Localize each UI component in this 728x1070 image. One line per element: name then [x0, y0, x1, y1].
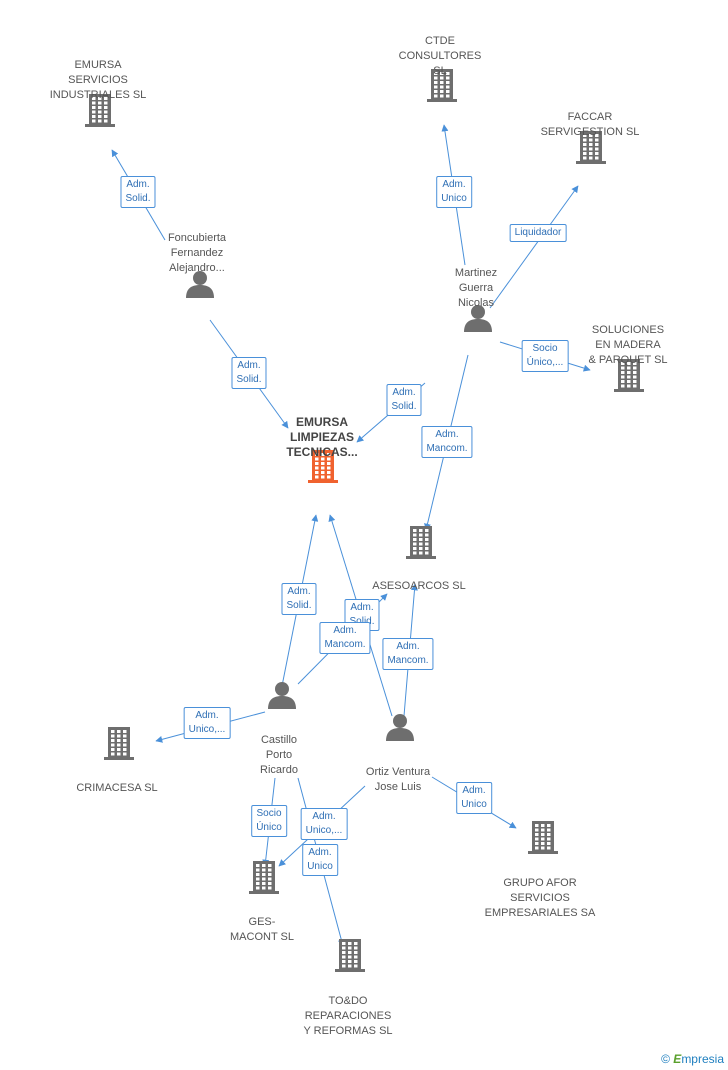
node-label-castillo[interactable]: Castillo Porto Ricardo — [260, 734, 298, 776]
castillo-person-icon[interactable] — [267, 681, 297, 714]
edge-label-ortiz-asesoarcos[interactable]: Adm. Mancom. — [382, 638, 434, 670]
edge-label-martinez-asesoarcos[interactable]: Adm. Mancom. — [421, 426, 473, 458]
edge-label-martinez-soluciones[interactable]: Socio Único,... — [521, 340, 569, 372]
emursa_limpiezas-building-icon[interactable] — [307, 448, 339, 489]
node-label-grupo_afor[interactable]: GRUPO AFOR SERVICIOS EMPRESARIALES SA — [484, 877, 596, 919]
edge-label-martinez-ctde[interactable]: Adm. Unico — [436, 176, 472, 208]
martinez-person-icon[interactable] — [463, 304, 493, 337]
node-label-foncubierta[interactable]: Foncubierta Fernandez Alejandro... — [167, 232, 227, 274]
edge-label-ortiz-grupo_afor[interactable]: Adm. Unico — [456, 782, 492, 814]
node-label-emursa_limpiezas[interactable]: EMURSA LIMPIEZAS TECNICAS... — [286, 415, 358, 459]
node-label-ortiz[interactable]: Ortiz Ventura Jose Luis — [365, 766, 431, 793]
edge-label-ortiz-gesmacont[interactable]: Adm. Unico,... — [300, 808, 348, 840]
faccar-building-icon[interactable] — [575, 129, 607, 170]
node-label-gesmacont[interactable]: GES- MACONT SL — [230, 916, 294, 943]
edge-label-castillo-emursa_limpiezas[interactable]: Adm. Solid. — [281, 583, 317, 615]
asesoarcos-building-icon[interactable] — [405, 524, 437, 565]
edge-label-castillo-todo[interactable]: Adm. Unico — [302, 844, 338, 876]
copyright-symbol: © — [661, 1052, 670, 1066]
node-label-ctde[interactable]: CTDE CONSULTORES SL — [398, 35, 482, 77]
edge-label-castillo-crimacesa[interactable]: Adm. Unico,... — [183, 707, 231, 739]
soluciones-building-icon[interactable] — [613, 357, 645, 398]
crimacesa-building-icon[interactable] — [103, 725, 135, 766]
node-label-todo[interactable]: TO&DO REPARACIONES Y REFORMAS SL — [303, 995, 393, 1037]
brand-name: mpresia — [681, 1052, 724, 1066]
gesmacont-building-icon[interactable] — [248, 859, 280, 900]
node-label-martinez[interactable]: Martinez Guerra Nicolas — [454, 267, 498, 309]
edge-label-martinez-faccar[interactable]: Liquidador — [509, 224, 567, 242]
edge-label-castillo-asesoarcos[interactable]: Adm. Mancom. — [319, 622, 371, 654]
edge-label-castillo-gesmacont[interactable]: Socio Único — [251, 805, 287, 837]
edge-label-foncubierta-emursa_servicios[interactable]: Adm. Solid. — [120, 176, 156, 208]
node-label-emursa_servicios[interactable]: EMURSA SERVICIOS INDUSTRIALES SL — [49, 59, 147, 101]
node-label-crimacesa[interactable]: CRIMACESA SL — [76, 782, 158, 794]
node-label-soluciones[interactable]: SOLUCIONES EN MADERA & PARQUET SL — [588, 324, 668, 366]
grupo_afor-building-icon[interactable] — [527, 819, 559, 860]
brand-initial: E — [673, 1052, 682, 1066]
node-label-asesoarcos[interactable]: ASESOARCOS SL — [372, 580, 466, 592]
edge-martinez-to-faccar — [489, 185, 579, 309]
edge-label-foncubierta-emursa_limpiezas[interactable]: Adm. Solid. — [231, 357, 267, 389]
ortiz-person-icon[interactable] — [385, 713, 415, 746]
emursa_servicios-building-icon[interactable] — [84, 92, 116, 133]
edge-label-martinez-emursa_limpiezas[interactable]: Adm. Solid. — [386, 384, 422, 416]
ctde-building-icon[interactable] — [426, 67, 458, 108]
todo-building-icon[interactable] — [334, 937, 366, 978]
foncubierta-person-icon[interactable] — [185, 270, 215, 303]
node-label-faccar[interactable]: FACCAR SERVIGESTION SL — [540, 111, 640, 138]
brand-logo: © Empresia — [661, 1052, 724, 1066]
